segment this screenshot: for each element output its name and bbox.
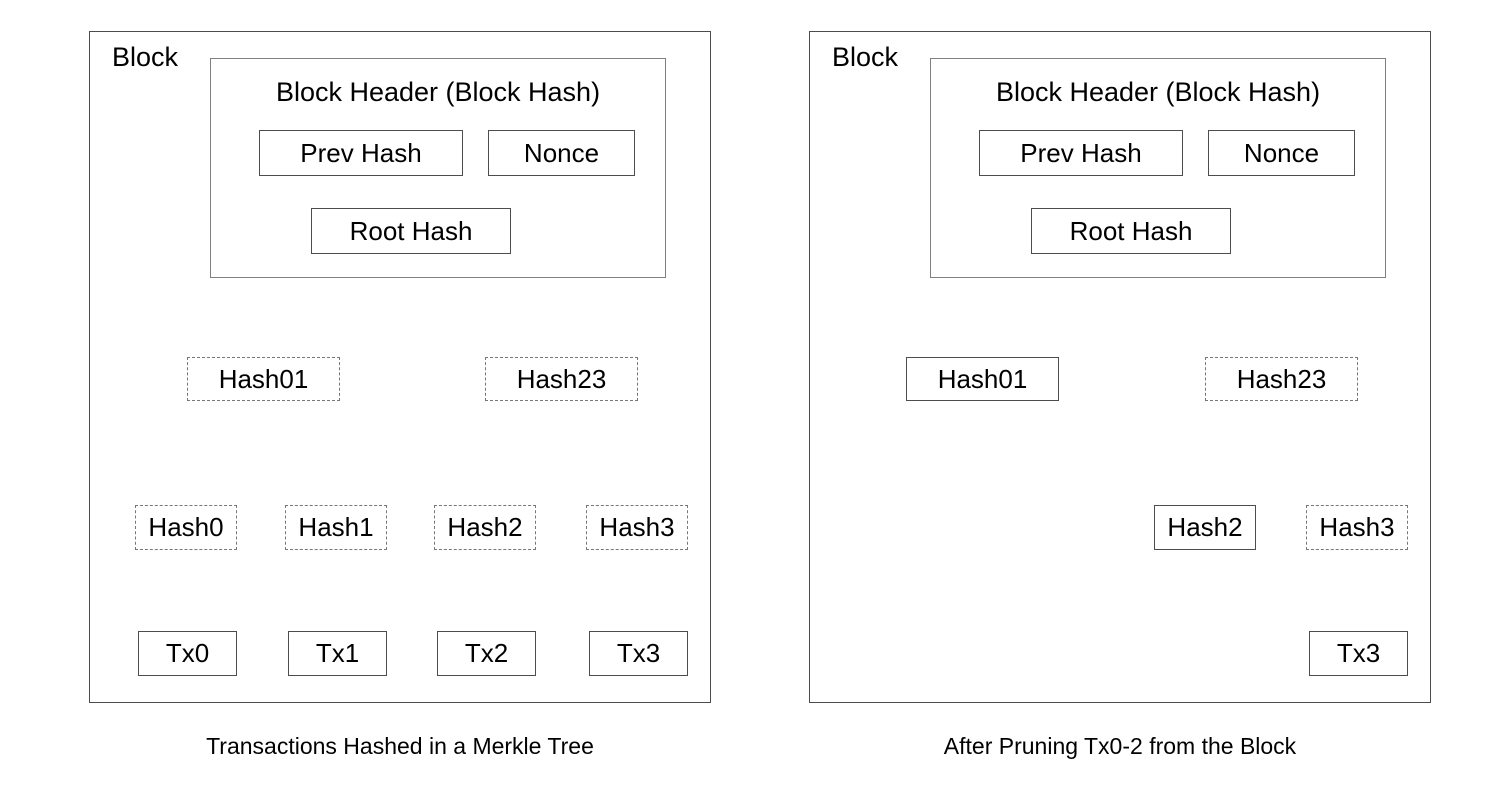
panel-right-tx3: Tx3 bbox=[1309, 631, 1408, 676]
panel-left-hash3: Hash3 bbox=[586, 505, 688, 550]
panel-right-nonce: Nonce bbox=[1208, 130, 1355, 176]
panel-right-block-label: Block bbox=[832, 42, 899, 72]
panel-left-tx2: Tx2 bbox=[437, 631, 536, 676]
panel-left-prev-hash: Prev Hash bbox=[259, 130, 463, 176]
panel-left-tx1: Tx1 bbox=[288, 631, 387, 676]
panel-left-tx0: Tx0 bbox=[138, 631, 237, 676]
panel-right-prev-hash: Prev Hash bbox=[979, 130, 1183, 176]
panel-right-hash3: Hash3 bbox=[1306, 505, 1408, 550]
panel-left-hash1: Hash1 bbox=[285, 505, 387, 550]
panel-left-caption: Transactions Hashed in a Merkle Tree bbox=[206, 733, 594, 759]
panel-right-hash01: Hash01 bbox=[906, 357, 1059, 401]
panel-left-nonce: Nonce bbox=[488, 130, 635, 176]
panel-right-hash2: Hash2 bbox=[1154, 505, 1256, 550]
panel-left-hash01: Hash01 bbox=[187, 357, 340, 401]
panel-right-hash23: Hash23 bbox=[1205, 357, 1358, 401]
panel-right-caption: After Pruning Tx0-2 from the Block bbox=[943, 733, 1297, 759]
panel-right-root-hash: Root Hash bbox=[1031, 208, 1231, 254]
panel-left-root-hash: Root Hash bbox=[311, 208, 511, 254]
panel-left-hash2: Hash2 bbox=[434, 505, 536, 550]
panel-left-hash23: Hash23 bbox=[485, 357, 638, 401]
panel-left-block-label: Block bbox=[112, 42, 179, 72]
panel-left-hash0: Hash0 bbox=[135, 505, 237, 550]
panel-left-tx3: Tx3 bbox=[589, 631, 688, 676]
